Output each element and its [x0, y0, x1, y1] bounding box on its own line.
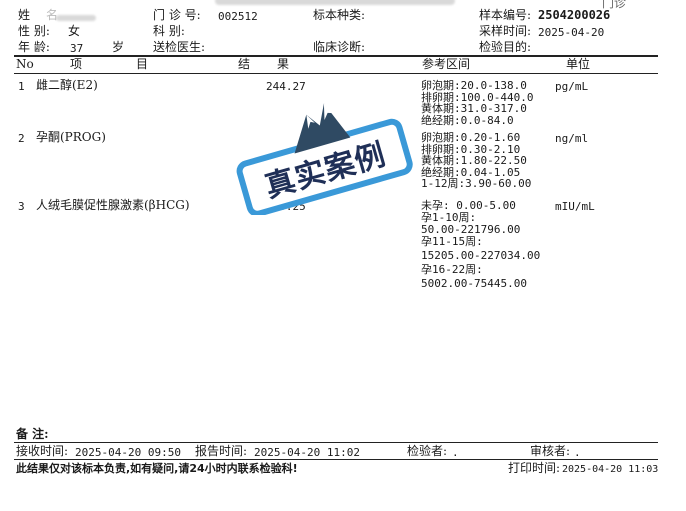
age-value: 37 [70, 42, 84, 55]
print-label: 打印时间: [508, 461, 561, 475]
row-ref: 排卵期:0.30-2.10 [421, 142, 521, 156]
row-result: 244.27 [266, 80, 306, 93]
sample-no-label: 样本编号: [479, 8, 532, 22]
row-ref: 孕11-15周: [421, 235, 483, 248]
row-unit: ng/ml [555, 132, 589, 145]
col-item-a: 项 [70, 57, 83, 71]
collect-label: 采样时间: [479, 24, 532, 38]
row-ref: 排卵期:100.0-440.0 [421, 90, 534, 104]
tester-value: . [452, 446, 459, 459]
collect-value: 2025-04-20 [538, 26, 605, 39]
age-unit: 岁 [112, 40, 125, 54]
col-no: No [16, 57, 34, 71]
report-value: 2025-04-20 11:02 [254, 446, 360, 459]
age-label: 年 龄: [18, 40, 50, 54]
clinic-label: 门 诊 号: [153, 8, 201, 22]
col-result-b: 果 [277, 57, 290, 71]
row-ref: 黄体期:1.80-22.50 [421, 154, 527, 168]
blurred-top-text [215, 0, 455, 5]
col-unit: 单位 [566, 57, 591, 71]
row-no: 3 [18, 200, 25, 213]
row-name: 人绒毛膜促性腺激素(βHCG) [36, 198, 190, 212]
row-ref: 卵泡期:0.20-1.60 [421, 131, 521, 144]
watermark-badge: 真实案例 [236, 103, 413, 215]
header-divider [14, 55, 658, 57]
diagnosis-label: 临床诊断: [313, 40, 366, 54]
col-item-b: 目 [136, 57, 149, 71]
clinic-value: 002512 [218, 10, 258, 23]
reviewer-label: 审核者: [530, 444, 571, 458]
col-ref: 参考区间 [422, 57, 471, 71]
row-ref: 未孕: 0.00-5.00 [421, 199, 516, 212]
purpose-label: 检验目的: [479, 40, 532, 54]
col-result-a: 结 [238, 57, 251, 71]
doctor-label: 送检医生: [153, 40, 206, 54]
reviewer-value: . [574, 446, 581, 459]
corner-text: 门诊 [602, 0, 627, 10]
specimen-label: 标本种类: [313, 8, 366, 22]
row-ref: 孕16-22周: [421, 263, 483, 276]
tester-label: 检验者: [407, 444, 448, 458]
blurred-name-text [56, 15, 96, 21]
row-ref: 卵泡期:20.0-138.0 [421, 79, 527, 92]
row-unit: mIU/mL [555, 200, 595, 213]
receive-label: 接收时间: [16, 444, 69, 458]
row-no: 2 [18, 132, 25, 145]
row-ref: 1-12周:3.90-60.00 [421, 177, 532, 191]
disclaimer: 此结果仅对该标本负责,如有疑问,请24小时内联系检验科! [16, 462, 298, 475]
remark-divider [14, 442, 658, 443]
name-label: 姓 [18, 8, 31, 22]
sample-no-value: 2504200026 [538, 8, 611, 22]
receive-value: 2025-04-20 09:50 [75, 446, 181, 459]
print-value: 2025-04-20 11:03 [562, 464, 659, 475]
column-divider [14, 73, 658, 74]
gender-value: 女 [68, 24, 81, 38]
footer-divider [14, 459, 658, 460]
name-value: 名 [46, 8, 59, 22]
row-ref: 绝经期:0.0-84.0 [421, 113, 514, 127]
row-no: 1 [18, 80, 25, 93]
row-ref: 孕1-10周: [421, 211, 477, 224]
mountain-icon [294, 103, 351, 154]
row-name: 雌二醇(E2) [36, 78, 98, 92]
gender-label: 性 别: [18, 24, 50, 38]
row-ref: 50.00-221796.00 [421, 223, 521, 236]
row-unit: pg/mL [555, 80, 589, 93]
remark-label: 备 注: [16, 427, 49, 441]
row-name: 孕酮(PROG) [36, 130, 106, 144]
row-ref: 5002.00-75445.00 [421, 277, 527, 290]
dept-label: 科 别: [153, 24, 185, 38]
row-ref: 绝经期:0.04-1.05 [421, 165, 521, 179]
row-ref: 15205.00-227034.00 [421, 249, 541, 262]
report-label: 报告时间: [195, 444, 248, 458]
row-ref: 黄体期:31.0-317.0 [421, 102, 527, 116]
